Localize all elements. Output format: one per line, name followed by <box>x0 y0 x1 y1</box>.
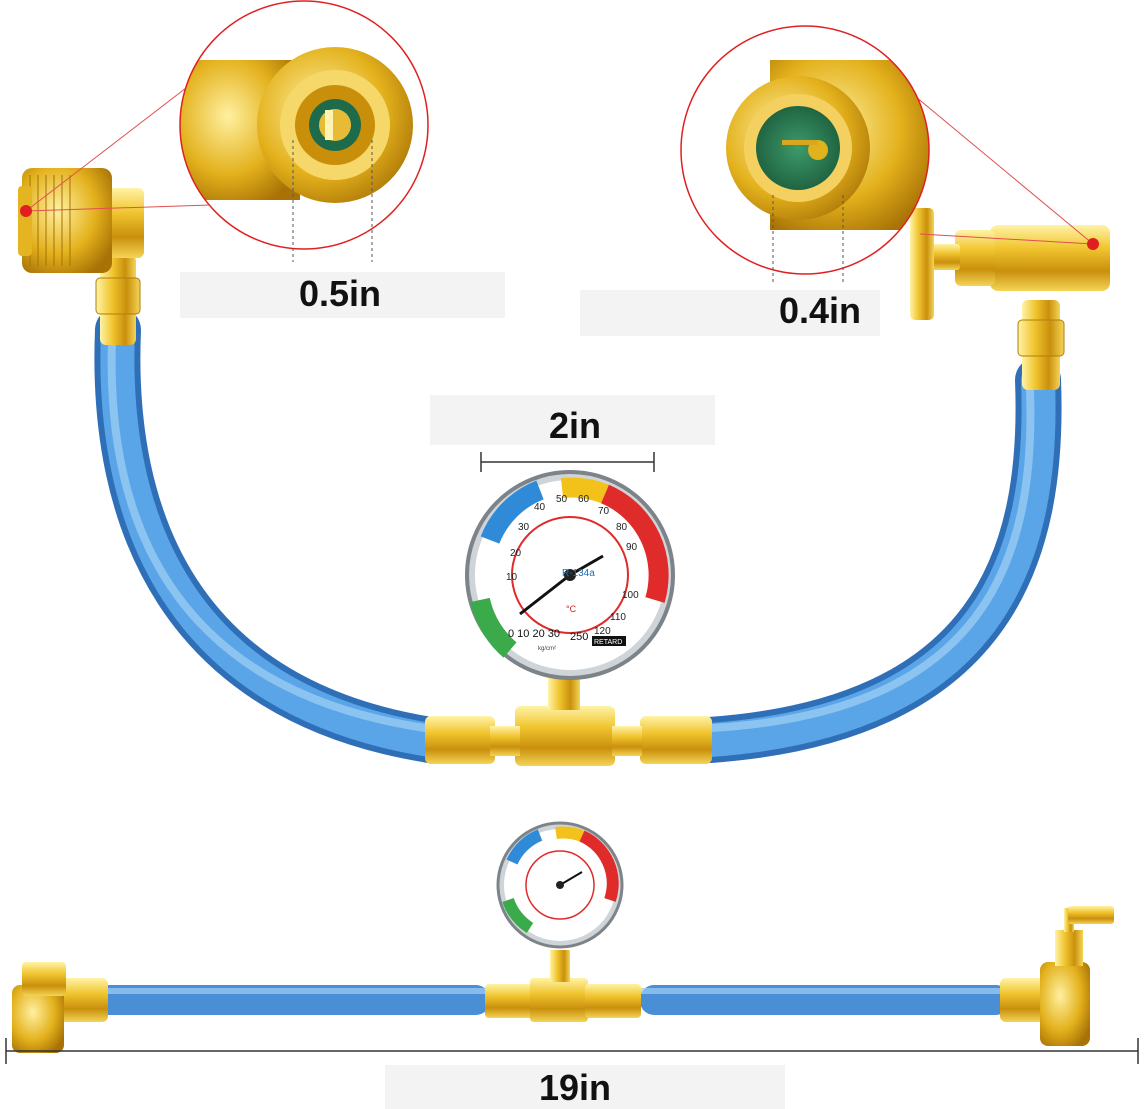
label-bg-right <box>580 290 880 336</box>
gauge-refrigerant-label: R-134a <box>562 568 595 579</box>
gauge-tick-110: 110 <box>610 612 626 623</box>
pressure-gauge: R-134a °C 0 10 20 30 250 RETARD kg/cm² 3… <box>465 470 675 680</box>
gauge-bottom-low: 0 10 20 30 <box>508 628 560 640</box>
gauge-bottom-psi: 250 <box>570 631 588 643</box>
zoom-dot-left <box>20 205 32 217</box>
gauge-tick-40: 40 <box>534 502 546 513</box>
right-valve-fitting <box>910 208 1110 390</box>
gauge-tick-20: 20 <box>510 548 522 559</box>
gauge-dimension-line <box>480 452 655 472</box>
length-dimension-line <box>5 1038 1139 1064</box>
gauge-tick-120: 120 <box>594 626 611 637</box>
straight-hose-assembly <box>12 906 1114 1053</box>
gauge-tick-80: 80 <box>616 522 628 533</box>
gauge-diameter-label: 2in <box>548 405 601 446</box>
total-length-label: 19in <box>538 1067 612 1108</box>
label-bg-gauge <box>430 395 715 445</box>
zoom-dot-right <box>1087 238 1099 250</box>
label-bg-left <box>180 272 505 318</box>
gauge-tick-50: 50 <box>556 494 568 505</box>
right-port-size-label: 0.4in <box>778 290 862 331</box>
zoom-left-coupler <box>20 0 429 262</box>
gauge-tick-100: 100 <box>622 590 639 601</box>
left-coupler-fitting <box>18 168 144 345</box>
zoom-right-valve <box>680 25 1099 285</box>
label-bg-length <box>385 1065 785 1109</box>
small-pressure-gauge <box>496 821 624 949</box>
gauge-unit-c: °C <box>566 604 577 614</box>
gauge-tick-10: 10 <box>506 572 518 583</box>
gauge-tick-90: 90 <box>626 542 638 553</box>
gauge-unit-kpa: kg/cm² <box>538 646 556 652</box>
gauge-tick-60: 60 <box>578 494 590 505</box>
left-port-size-label: 0.5in <box>298 273 382 314</box>
gauge-brand-badge: RETARD <box>594 639 622 646</box>
gauge-tick-70: 70 <box>598 506 610 517</box>
gauge-tick-30: 30 <box>518 522 530 533</box>
